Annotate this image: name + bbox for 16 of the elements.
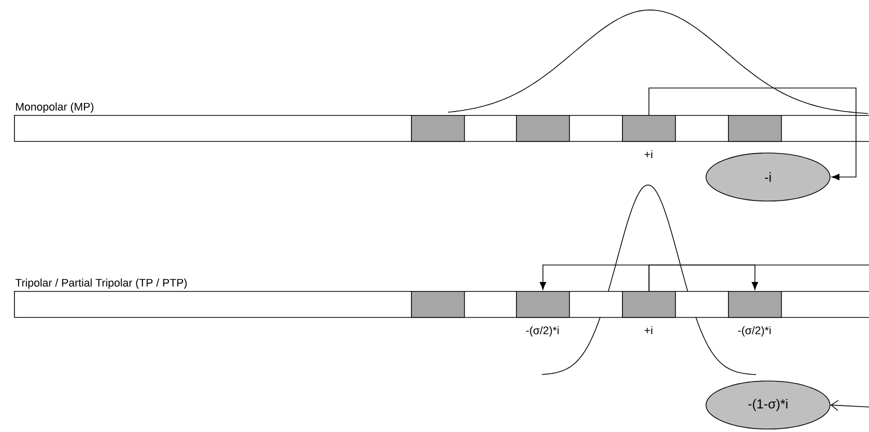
wire-line <box>648 264 869 292</box>
electrode <box>411 291 465 318</box>
electrode <box>411 115 465 142</box>
electrode <box>728 115 782 142</box>
wire-arrow <box>540 264 650 292</box>
ellipse-node: -(1-σ)*i <box>706 380 830 430</box>
heading: Tripolar / Partial Tripolar (TP / PTP) <box>15 278 187 289</box>
current-label: +i <box>644 150 652 158</box>
wire-arrow <box>648 88 856 180</box>
current-arrow <box>830 400 869 411</box>
current-label: +i <box>644 326 652 334</box>
current-label: -(σ/2)*i <box>738 326 771 336</box>
ellipse-node: -i <box>706 152 830 202</box>
current-label: -(σ/2)*i <box>526 326 559 336</box>
electrode <box>516 115 570 142</box>
heading: Monopolar (MP) <box>16 102 94 113</box>
